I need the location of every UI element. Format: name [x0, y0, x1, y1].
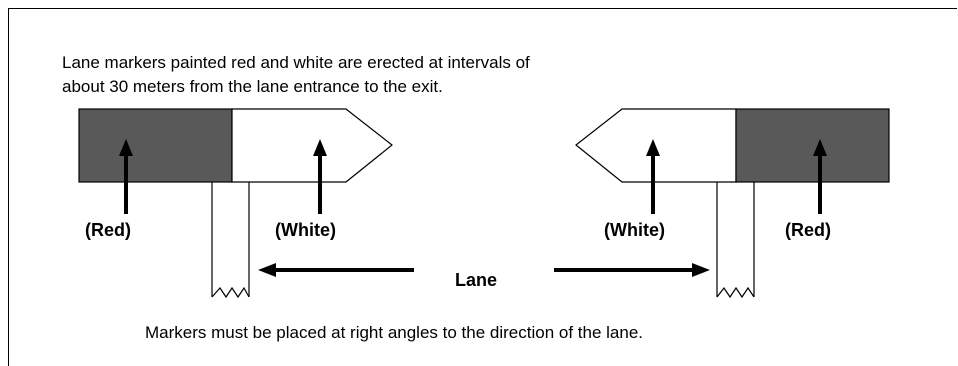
label-white-left: (White): [275, 220, 336, 240]
left-marker-post: [211, 182, 250, 299]
right-red-section: [735, 108, 890, 183]
right-marker-post: [716, 182, 755, 299]
right-marker: [575, 108, 890, 299]
right-red-pointer-arrow: [813, 139, 827, 214]
left-white-pointer-arrow: [313, 139, 327, 214]
left-red-pointer-arrow: [119, 139, 133, 214]
label-white-right: (White): [604, 220, 665, 240]
lane-label: Lane: [455, 270, 497, 290]
right-white-pointer-arrow: [646, 139, 660, 214]
lane-arrow-left: [258, 263, 414, 277]
label-red-left: (Red): [85, 220, 131, 240]
left-marker: [78, 108, 393, 299]
right-white-section: [575, 108, 737, 183]
diagram-frame: [8, 8, 957, 366]
placement-note: Markers must be placed at right angles t…: [145, 323, 643, 342]
left-red-section: [78, 108, 233, 183]
intro-line-1: Lane markers painted red and white are e…: [62, 53, 530, 72]
label-red-right: (Red): [785, 220, 831, 240]
lane-arrow-right: [554, 263, 710, 277]
left-white-section: [231, 108, 393, 183]
intro-line-2: about 30 meters from the lane entrance t…: [62, 77, 443, 96]
